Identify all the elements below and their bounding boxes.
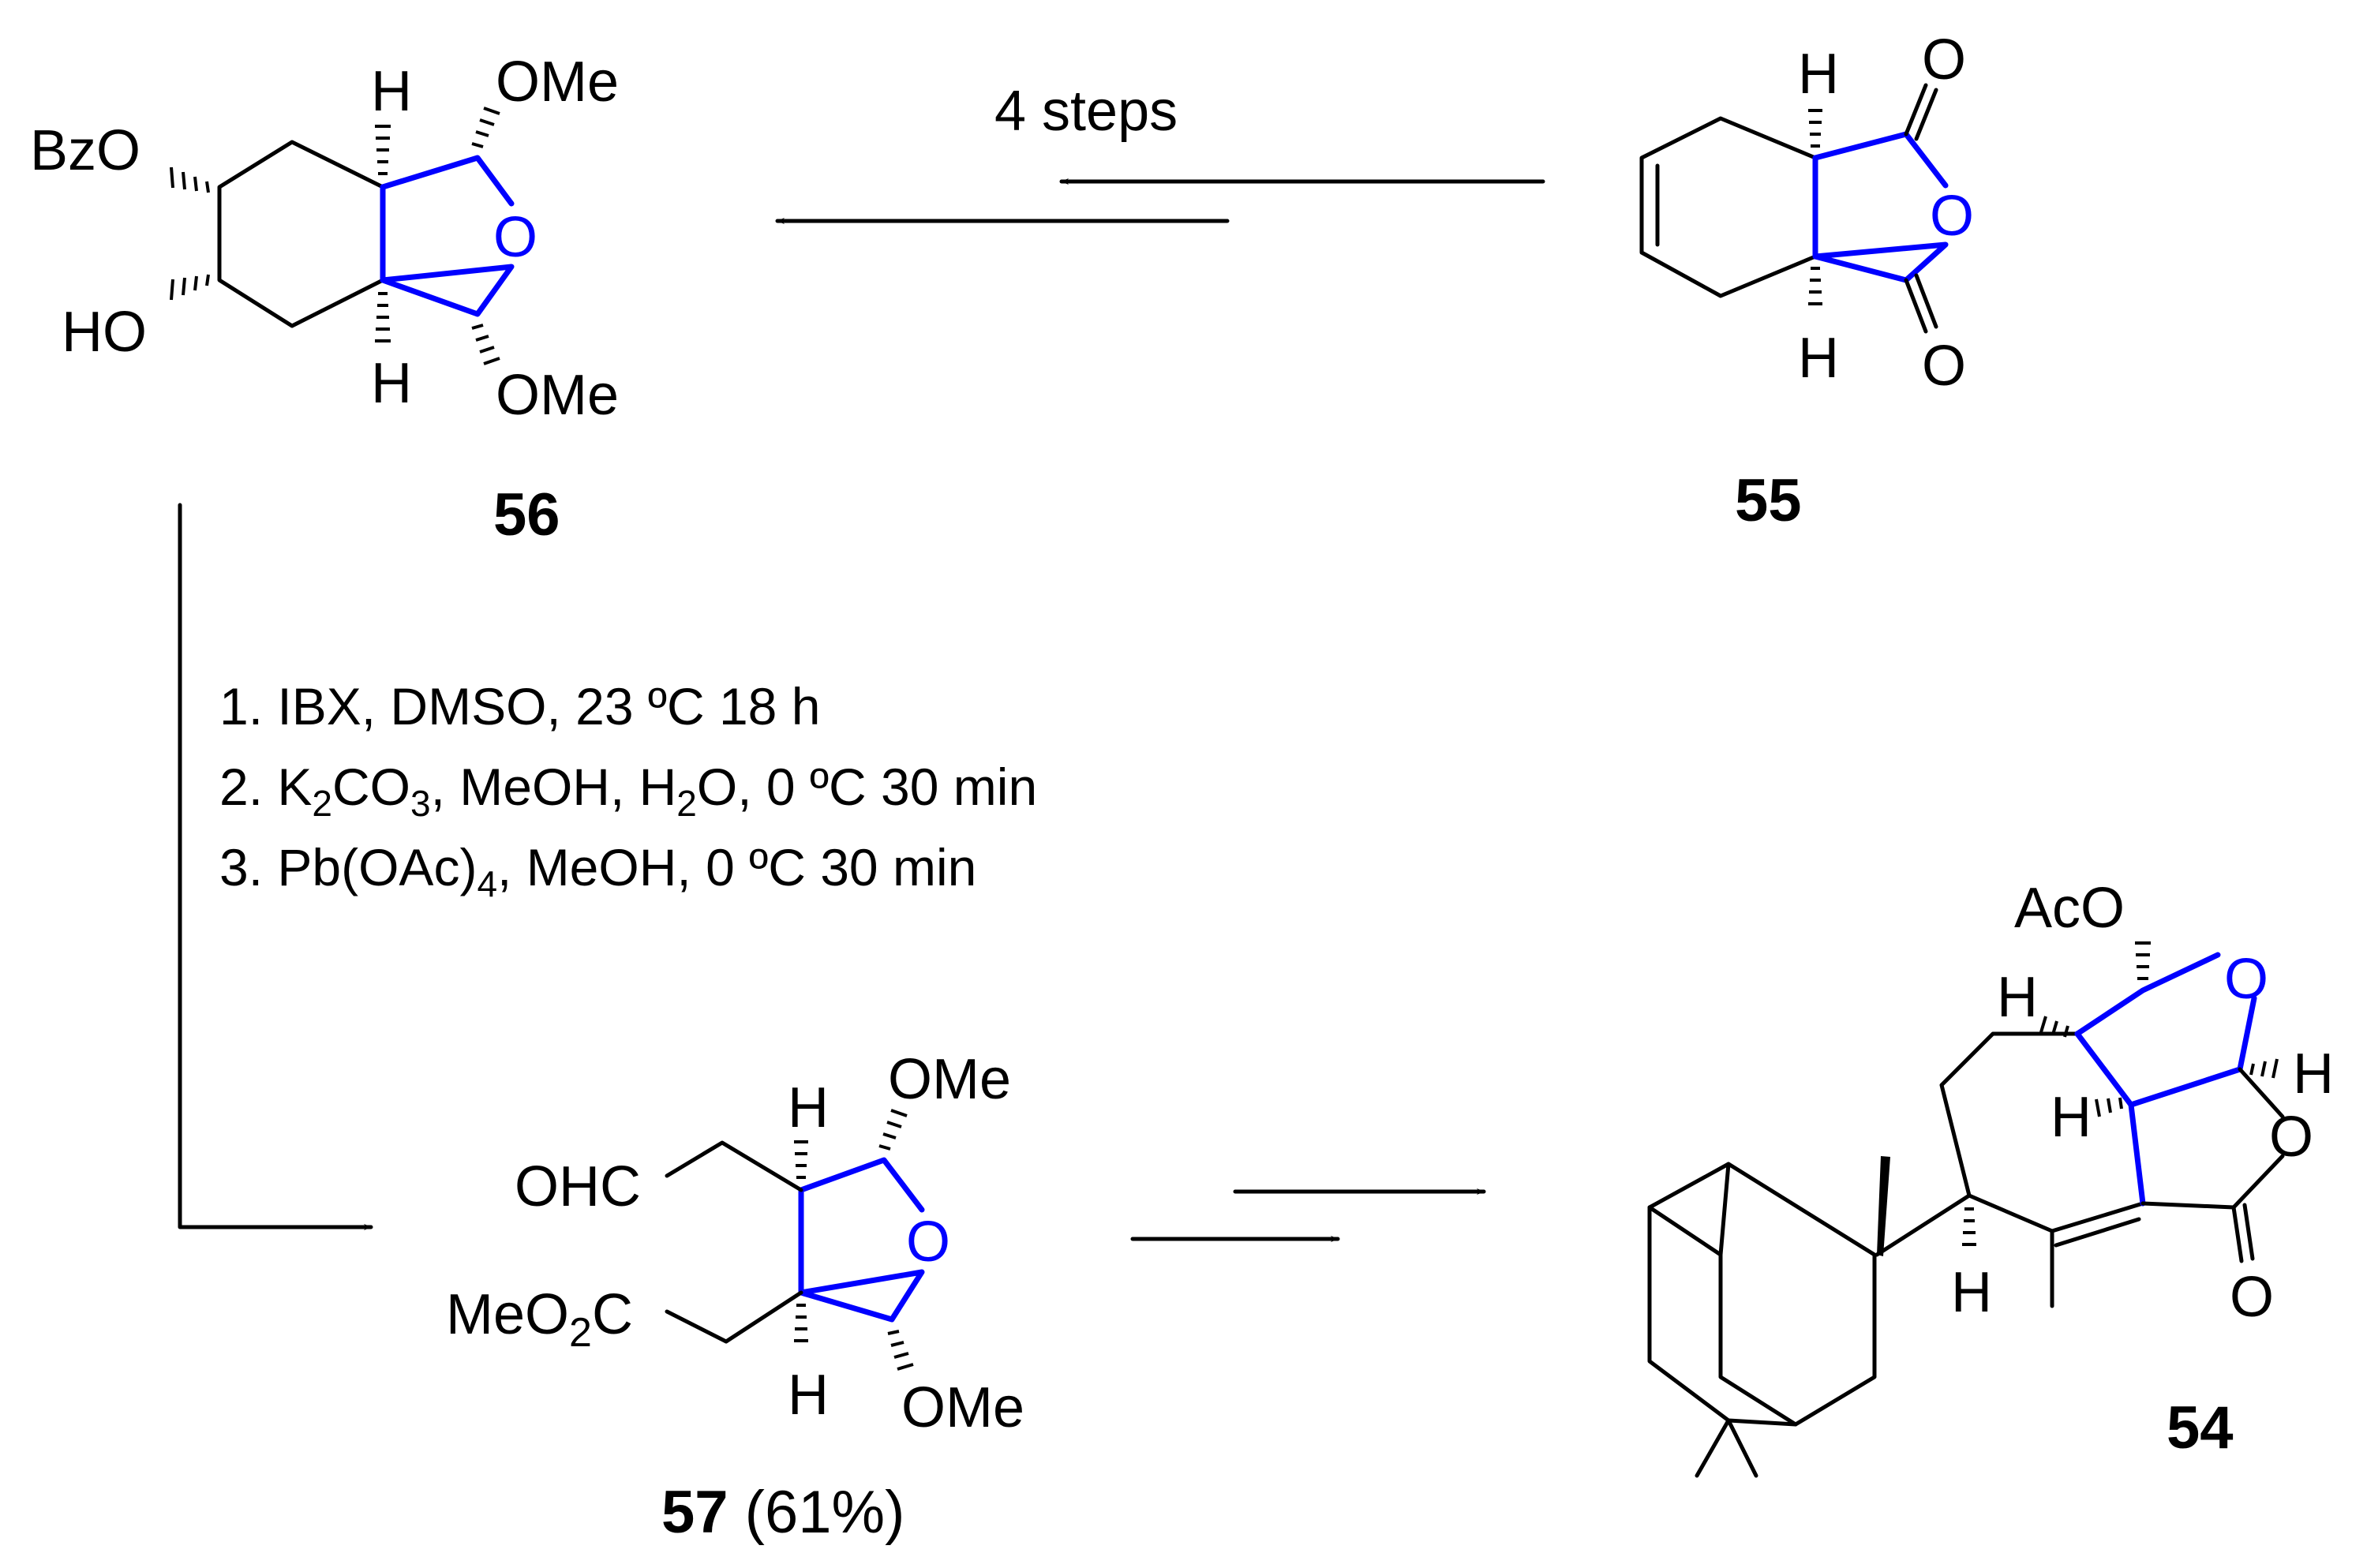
ring-oxygen-57: O (906, 1211, 950, 1274)
h-top-57: H (788, 1076, 829, 1140)
compound-label-56: 56 (493, 481, 560, 548)
hash-bond-aco-54 (2135, 941, 2151, 980)
hash-bond-h-bottom-57 (794, 1304, 808, 1342)
bzo-56: BzO (30, 119, 140, 182)
condition-step-2: 2. K2CO3, MeOH, H2O, 0 ºC 30 min (219, 758, 1037, 824)
h-top-56: H (371, 60, 412, 123)
ome-top-57: OMe (888, 1048, 1011, 1111)
compound-label-57: 57 (61%) (661, 1479, 904, 1546)
condition-step-1: 1. IBX, DMSO, 23 ºC 18 h (219, 677, 820, 735)
ester-meo2c-57: MeO2C (446, 1283, 633, 1356)
hash-bond-h-top-57 (794, 1140, 808, 1179)
ring-oxygen-56: O (493, 206, 537, 269)
h-top-55: H (1798, 43, 1839, 106)
arrow-label-4-steps: 4 steps (994, 80, 1178, 143)
compound-label-54: 54 (2167, 1394, 2234, 1461)
hash-bond-h-top-55 (1808, 109, 1822, 148)
arrow-55-to-56: 4 steps (775, 80, 1545, 224)
arrow-57-to-54 (1130, 1188, 1486, 1242)
h-middle-54: H (2051, 1086, 2092, 1149)
hash-bond-ome-bottom-56 (471, 324, 500, 365)
ring-oxygen-lactone-54: O (2269, 1106, 2313, 1169)
condition-step-3: 3. Pb(OAc)4, MeOH, 0 ºC 30 min (219, 838, 976, 904)
ring-oxygen-55: O (1930, 185, 1974, 248)
ring-oxygen-thf-54: O (2224, 948, 2268, 1011)
ome-bottom-57: OMe (901, 1376, 1024, 1439)
ome-bottom-56: OMe (496, 364, 619, 427)
hash-bond-ome-top-57 (878, 1109, 908, 1151)
hash-bond-bzo-56 (170, 167, 210, 193)
hash-bond-h-upper-left-54 (2039, 1016, 2069, 1038)
carbonyl-oxygen-54: O (2230, 1266, 2274, 1329)
compound-label-55: 55 (1735, 467, 1802, 534)
compound-57: O OHC MeO2C H H OMe OMe 57 (61%) (446, 1048, 1024, 1546)
h-upper-left-54: H (1997, 966, 2038, 1029)
hash-bond-h-bottom-56 (375, 292, 391, 342)
compound-55: O O O H H 55 (1639, 28, 1974, 534)
wedge-methyl-54 (1877, 1156, 1890, 1256)
hash-bond-h-top-56 (375, 125, 391, 175)
carbonyl-oxygen-bottom-55: O (1922, 335, 1966, 398)
carbonyl-oxygen-top-55: O (1922, 28, 1966, 92)
hash-bond-h-middle-54 (2095, 1097, 2123, 1117)
hash-bond-ho-56 (170, 274, 210, 301)
hash-bond-h-bottom-55 (1808, 267, 1822, 305)
hash-bond-h-lower-54 (1962, 1207, 1976, 1246)
h-lower-54: H (1951, 1261, 1992, 1324)
aldehyde-ohc-57: OHC (515, 1155, 641, 1218)
ome-top-56: OMe (496, 51, 619, 114)
ho-56: HO (62, 301, 147, 364)
compound-54: H O O O AcO H H H 54 (1647, 877, 2334, 1478)
aco-54: AcO (2014, 877, 2125, 940)
h-bottom-55: H (1798, 327, 1839, 390)
compound-56: O H H OMe OMe BzO HO 56 (30, 51, 619, 548)
h-right-54: H (2293, 1042, 2334, 1106)
reaction-conditions: 1. IBX, DMSO, 23 ºC 18 h 2. K2CO3, MeOH,… (219, 677, 1037, 904)
hash-bond-ome-bottom-57 (887, 1330, 914, 1371)
h-bottom-56: H (371, 352, 412, 415)
hash-bond-h-right-54 (2249, 1058, 2279, 1079)
h-bottom-57: H (788, 1364, 829, 1427)
arrow-56-to-57 (178, 503, 373, 1230)
hash-bond-ome-top-56 (471, 107, 500, 148)
